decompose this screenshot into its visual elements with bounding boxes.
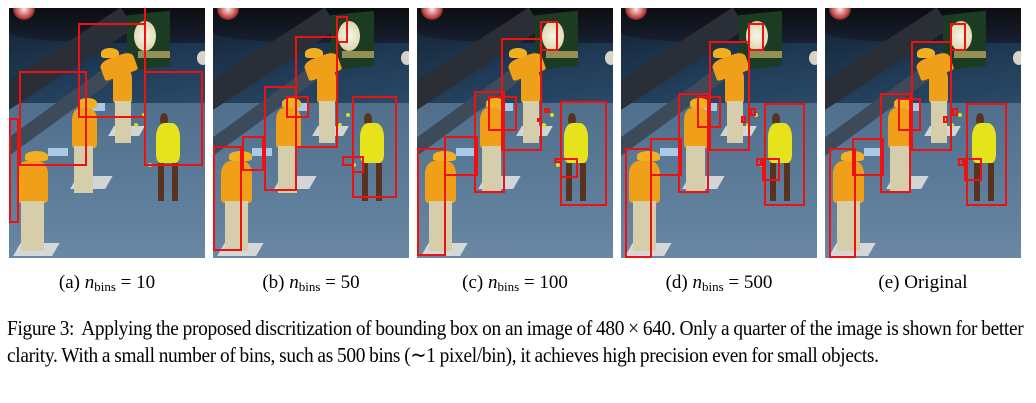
bounding-box bbox=[852, 138, 884, 176]
tennis-scene bbox=[9, 8, 205, 258]
tennis-scene bbox=[825, 8, 1021, 258]
bounding-box bbox=[536, 118, 541, 122]
panel-a-image bbox=[9, 8, 205, 258]
bounding-box bbox=[762, 158, 780, 181]
bounding-box bbox=[756, 158, 763, 166]
bounding-box bbox=[650, 138, 682, 176]
bounding-box bbox=[77, 23, 147, 118]
subcaption-variable: n bbox=[692, 272, 703, 293]
subcaption-variable: n bbox=[487, 272, 498, 293]
subcaption-label: (a) bbox=[58, 272, 80, 293]
subcaption-b: (b) nbins = 50 bbox=[213, 272, 409, 295]
subcaption-value: = 50 bbox=[325, 272, 360, 293]
subcaption-subscript: bins bbox=[497, 279, 520, 294]
bounding-box bbox=[958, 158, 965, 166]
tennis-scene bbox=[417, 8, 613, 258]
subcaption-variable: n bbox=[289, 272, 299, 293]
bounding-box bbox=[897, 98, 922, 131]
bounding-box bbox=[544, 108, 551, 113]
bounding-box bbox=[473, 90, 506, 193]
bounding-box bbox=[540, 20, 559, 51]
bounding-box bbox=[942, 115, 949, 123]
tennis-scene bbox=[213, 8, 409, 258]
subcaption-e: (e) Original bbox=[825, 272, 1021, 294]
bounding-box bbox=[952, 108, 959, 116]
bounding-box bbox=[750, 108, 757, 116]
bounding-box bbox=[560, 100, 608, 206]
bounding-box bbox=[966, 103, 1008, 206]
panel-e-image bbox=[825, 8, 1021, 258]
bounding-box bbox=[501, 38, 543, 151]
figure-caption: Figure 3: Applying the proposed discriti… bbox=[7, 315, 1033, 368]
bounding-box bbox=[352, 95, 398, 198]
bounding-box bbox=[624, 148, 653, 258]
bounding-box bbox=[9, 118, 19, 223]
bounding-box bbox=[764, 103, 806, 206]
panel-b-image bbox=[213, 8, 409, 258]
subcaption-label: (c) bbox=[462, 272, 484, 293]
subcaption-text: Original bbox=[904, 272, 968, 293]
bounding-box bbox=[828, 148, 857, 258]
subcaption-subscript: bins bbox=[94, 279, 116, 294]
bounding-box bbox=[417, 148, 447, 256]
bounding-box bbox=[18, 70, 88, 166]
bounding-box bbox=[213, 145, 243, 251]
bounding-box bbox=[144, 70, 204, 166]
bounding-box bbox=[336, 15, 349, 43]
bounding-box bbox=[748, 23, 765, 51]
panel-c-image bbox=[417, 8, 613, 258]
subcaption-a: (a) nbins = 10 bbox=[9, 272, 205, 295]
subcaption-value: = 100 bbox=[523, 272, 568, 293]
bounding-box bbox=[709, 40, 751, 151]
bounding-box bbox=[950, 23, 967, 51]
panel-d-image bbox=[621, 8, 817, 258]
subcaption-value: = 10 bbox=[120, 272, 156, 293]
figure-number: Figure 3: bbox=[7, 316, 75, 340]
figure-caption-text: Applying the proposed discritization of … bbox=[7, 316, 1024, 367]
subcaption-label: (b) bbox=[262, 272, 285, 293]
subcaption-subscript: bins bbox=[702, 279, 724, 294]
subcaption-value: = 500 bbox=[728, 272, 773, 293]
tennis-scene bbox=[621, 8, 817, 258]
bounding-box bbox=[242, 135, 264, 171]
bounding-box bbox=[911, 40, 953, 151]
bounding-box bbox=[740, 115, 747, 123]
bounding-box bbox=[144, 8, 147, 71]
subcaption-subscript: bins bbox=[298, 279, 321, 294]
bounding-box bbox=[444, 135, 478, 176]
subcaption-label: (d) bbox=[665, 272, 688, 293]
subcaption-d: (d) nbins = 500 bbox=[621, 272, 817, 295]
subcaption-variable: n bbox=[84, 272, 95, 293]
bounding-box bbox=[879, 93, 912, 193]
bounding-box bbox=[295, 35, 339, 148]
bounding-box bbox=[677, 93, 710, 193]
bounding-box bbox=[964, 158, 982, 181]
subcaption-label: (e) bbox=[878, 272, 900, 293]
subcaption-c: (c) nbins = 100 bbox=[417, 272, 613, 295]
